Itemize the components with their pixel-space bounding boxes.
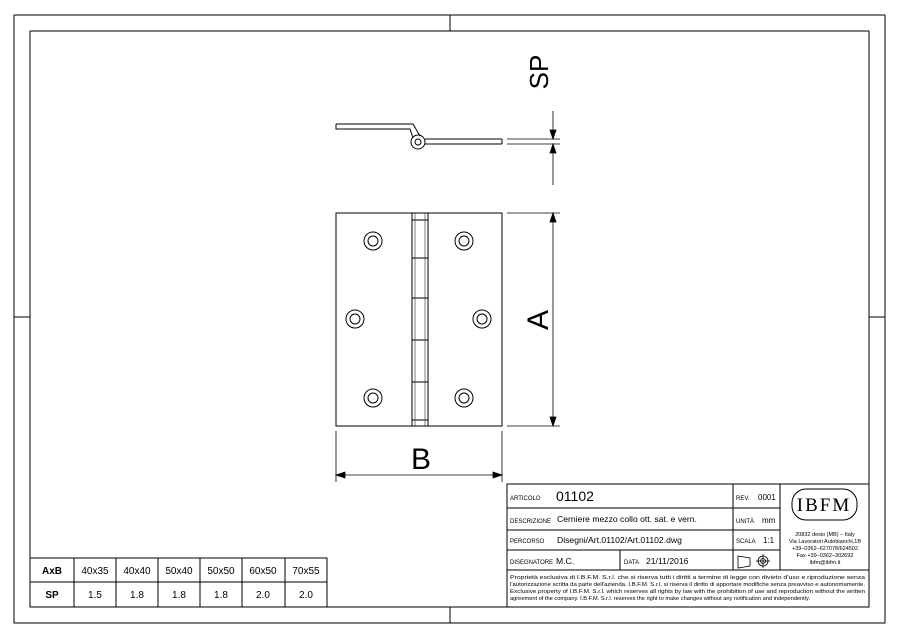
sp-cell: 1.5 xyxy=(88,590,102,601)
address-line: Fax +39–0362–302692 xyxy=(797,553,854,559)
size-table xyxy=(29,557,328,608)
articolo-label: ARTICOLO xyxy=(510,496,541,502)
disegnatore-value: M.C. xyxy=(556,556,574,566)
projection-symbol-icon xyxy=(737,554,770,569)
legal-text: Proprietà esclusiva di I.B.F.M. S.r.l. c… xyxy=(510,575,865,581)
disegnatore-label: DISEGNATORE xyxy=(510,560,553,566)
address-line: Via Lavoratori Autobianchi,1B xyxy=(789,539,861,545)
table-header-axb: AxB xyxy=(42,566,62,577)
legal-text: l'autorizzazione scritta da parte dell'a… xyxy=(510,582,865,588)
sp-label: SP xyxy=(524,55,554,90)
percorso-label: PERCORSO xyxy=(510,539,545,545)
sp-dimension xyxy=(507,111,560,185)
title-block xyxy=(506,483,870,608)
screw-holes xyxy=(345,231,492,408)
data-value: 21/11/2016 xyxy=(646,556,689,566)
size-cell: 50x50 xyxy=(207,566,235,577)
unita-label: UNITÀ xyxy=(736,518,754,525)
size-cell: 40x35 xyxy=(81,566,109,577)
percorso-value: Disegni/Art.01102/Art.01102.dwg xyxy=(557,535,682,545)
size-cell: 70x55 xyxy=(292,566,320,577)
scala-label: SCALA xyxy=(736,539,756,545)
descrizione-label: DESCRIZIONE xyxy=(510,519,551,525)
rev-label: REV. xyxy=(736,496,750,502)
size-cell: 50x40 xyxy=(165,566,193,577)
sp-cell: 2.0 xyxy=(256,590,270,601)
b-label: B xyxy=(411,443,431,476)
hinge-front-view xyxy=(335,212,503,427)
articolo-value: 01102 xyxy=(556,488,594,504)
hinge-side-view xyxy=(335,123,503,150)
sp-cell: 1.8 xyxy=(130,590,144,601)
descrizione-value: Cerniere mezzo collo ott. sat. e vern. xyxy=(557,514,697,524)
scala-value: 1:1 xyxy=(763,536,775,545)
centering-marks xyxy=(14,15,885,623)
sp-cell: 1.8 xyxy=(214,590,228,601)
address-line: +39–0362–627078/624502 xyxy=(792,546,858,552)
company-logo-text: IBFM xyxy=(797,495,851,516)
address-line: 20832 desio (MB) – Italy xyxy=(795,532,855,538)
size-cell: 60x50 xyxy=(249,566,277,577)
sp-cell: 1.8 xyxy=(172,590,186,601)
a-label: A xyxy=(522,310,555,330)
address-line: ibfm@ibfm.it xyxy=(810,560,841,566)
legal-text: agreement of the company. I.B.F.M. S.r.l… xyxy=(510,596,810,602)
b-dimension xyxy=(334,431,504,482)
rev-value: 0001 xyxy=(758,493,776,502)
data-label: DATA xyxy=(624,560,639,566)
size-cell: 40x40 xyxy=(123,566,151,577)
sp-cell: 2.0 xyxy=(299,590,313,601)
a-dimension xyxy=(507,211,560,428)
outer-border xyxy=(13,14,886,624)
table-header-sp: SP xyxy=(45,590,59,601)
unita-value: mm xyxy=(762,516,776,525)
legal-text: Exclusive property of I.B.F.M. S.r.l. wh… xyxy=(510,589,865,595)
